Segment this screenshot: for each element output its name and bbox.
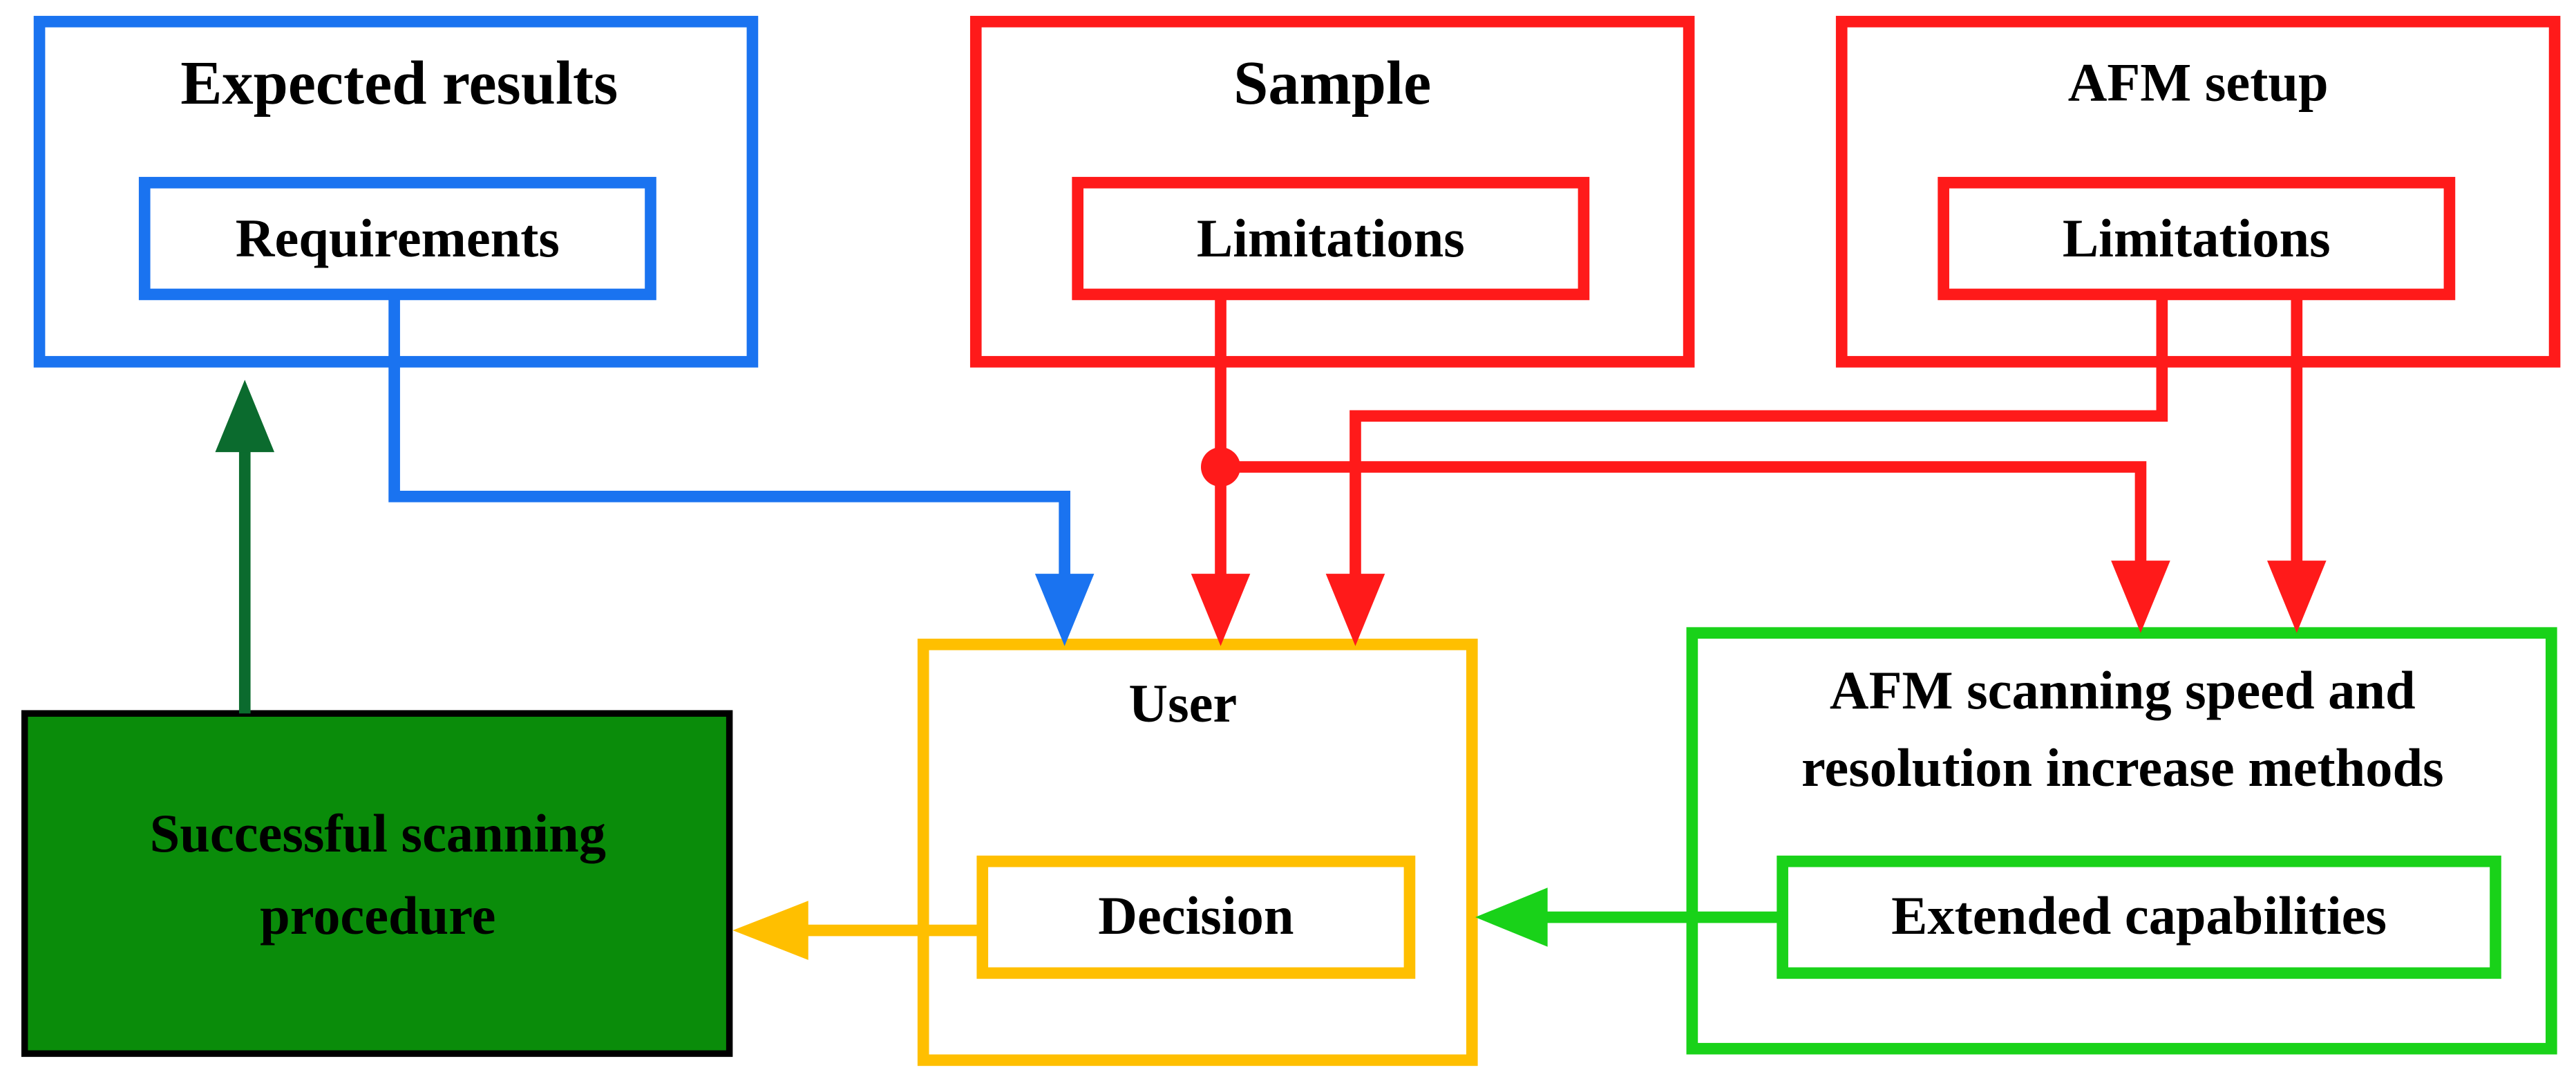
sample-box: Sample Limitations — [969, 15, 1695, 368]
setup-to-methods-arrowhead — [2267, 561, 2327, 633]
methods-frame — [1686, 627, 2557, 1055]
afm-setup-frame — [1835, 15, 2561, 368]
afm-setup-box: AFM setup Limitations — [1835, 15, 2561, 368]
expected-results-title: Expected results — [180, 48, 618, 118]
user-frame — [917, 639, 1478, 1066]
decision-frame — [976, 855, 1416, 979]
user-box: User Decision — [917, 639, 1478, 1066]
setup-to-user-arrowhead — [1325, 574, 1385, 646]
sample-to-user-arrowhead — [1191, 574, 1251, 646]
methods-title-line2: resolution increase methods — [1801, 737, 2444, 798]
requirements-label: Requirements — [236, 208, 560, 268]
setup-limitations-frame — [1938, 176, 2456, 301]
requirements-to-user-line — [388, 294, 1070, 577]
sample-limitations-frame — [1072, 176, 1590, 301]
success-frame — [21, 710, 733, 1058]
setup-limitations-label: Limitations — [2063, 208, 2331, 268]
afm-setup-title: AFM setup — [2068, 52, 2329, 112]
requirements-to-user-arrowhead — [1034, 574, 1095, 646]
setup-to-user-line — [1349, 294, 2168, 577]
sample-to-methods-line — [1220, 461, 2147, 564]
user-title: User — [1128, 673, 1237, 733]
sample-to-methods-arrowhead — [2111, 561, 2170, 633]
methods-box: AFM scanning speed and resolution increa… — [1686, 627, 2557, 1055]
extended-capabilities-label: Extended capabilities — [1891, 885, 2387, 946]
decision-to-success-arrowhead — [732, 901, 808, 960]
methods-title-line1: AFM scanning speed and — [1830, 660, 2416, 720]
success-label-line1: Successful scanning — [150, 803, 606, 863]
success-to-expected-arrowhead — [215, 379, 275, 453]
sample-title: Sample — [1233, 48, 1431, 118]
sample-frame — [969, 15, 1695, 368]
methods-to-user-arrowhead — [1475, 887, 1548, 947]
success-box: Successful scanning procedure — [21, 710, 733, 1058]
sample-limitations-label: Limitations — [1197, 208, 1465, 268]
decision-label: Decision — [1098, 885, 1294, 946]
success-label-line2: procedure — [260, 885, 495, 946]
